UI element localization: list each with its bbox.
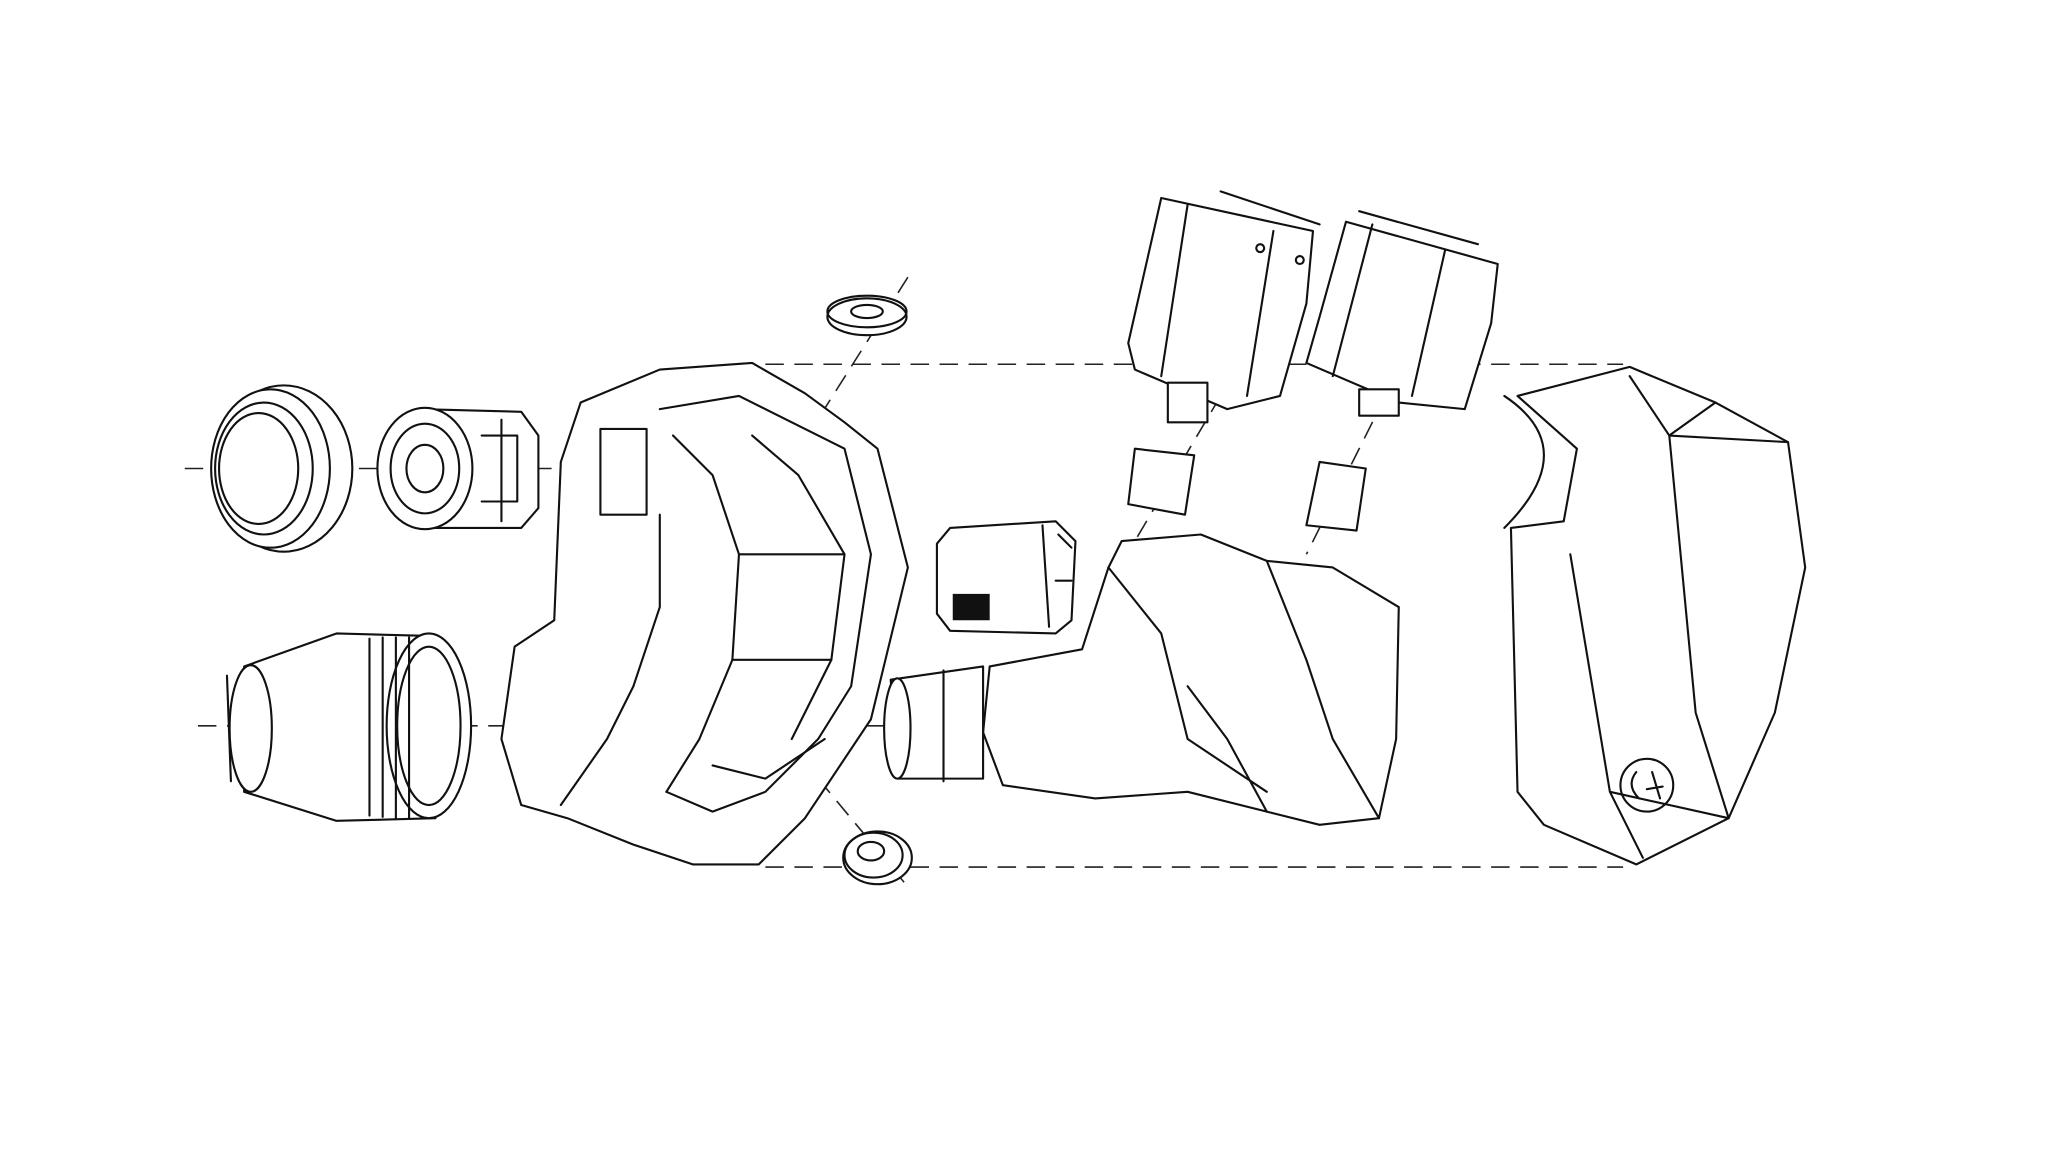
balanced-armature-driver-left [1127, 190, 1321, 516]
brand-logo [1619, 757, 1675, 813]
inner-shell [883, 533, 1400, 826]
balanced-armature-driver-right [1305, 210, 1499, 532]
dynamic-driver [935, 520, 1077, 635]
driver-grille [952, 593, 990, 621]
nozzle [225, 632, 473, 822]
faceplate-cover [1503, 365, 1807, 866]
connector-socket [376, 406, 540, 531]
outer-ring [210, 384, 354, 553]
faceplate-shell [500, 361, 909, 866]
washer-bottom [842, 830, 913, 886]
washer-top [826, 294, 908, 337]
